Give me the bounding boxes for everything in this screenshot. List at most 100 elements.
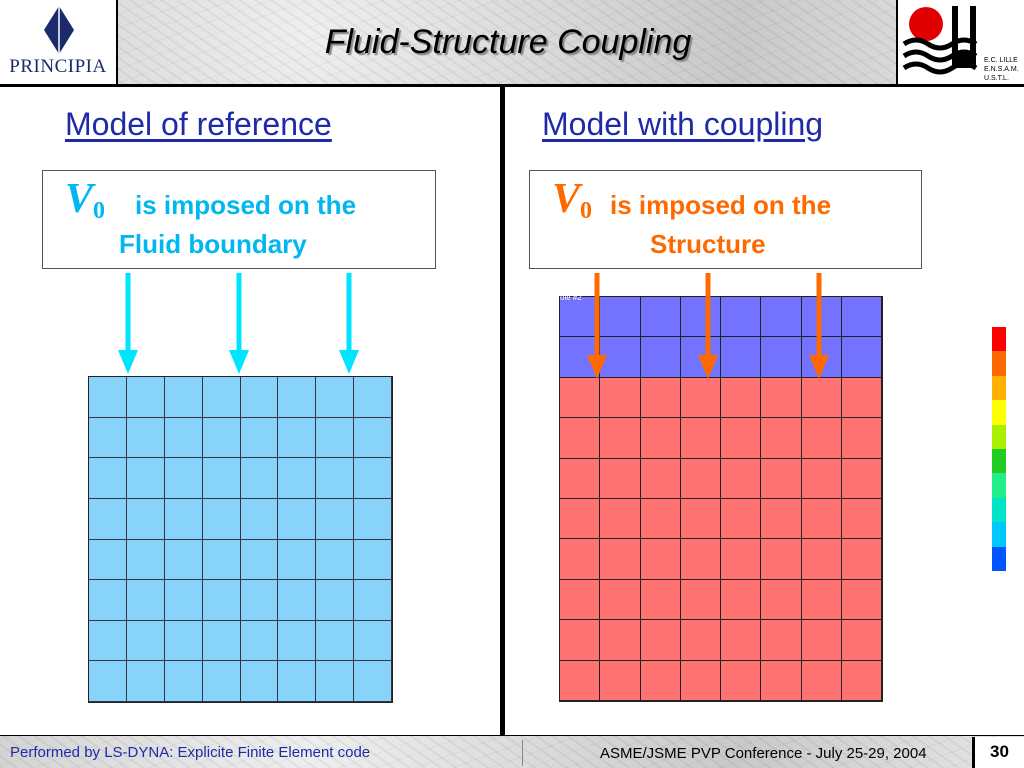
fluid-mesh-cell [89,580,127,621]
fluid-mesh-cell [89,377,127,418]
page-number: 30 [972,737,1024,768]
fluid-mesh-cell [640,499,681,540]
fluid-mesh-cell [164,458,203,499]
left-velocity-symbol: V0 [65,176,106,224]
fluid-mesh-cell [721,418,762,459]
structure-mesh-cell [600,297,641,338]
structure-mesh-cell [680,297,721,338]
left-arrow-group [118,273,359,374]
fluid-mesh-cell [761,620,802,661]
fluid-mesh-cell [202,417,241,459]
structure-mesh-cell [721,297,762,338]
legend-swatch [992,497,1006,523]
university-logo: E.C. LILLE E.N.S.A.M. U.S.T.L. [896,0,1024,86]
fluid-mesh-cell [600,418,641,459]
fluid-mesh-cell [680,579,721,621]
fluid-mesh-cell [354,498,392,540]
fluid-mesh-cell [278,539,317,581]
wave-logo-icon [902,6,978,75]
fluid-mesh-cell [89,620,127,662]
fluid-mesh-cell [240,498,279,540]
fluid-mesh-cell [640,539,681,580]
fluid-mesh-cell [560,418,601,459]
structure-mesh-cell [761,337,802,378]
header-rule [0,84,1024,87]
fluid-mesh-cell [316,580,355,621]
fluid-mesh-cell [761,458,802,499]
fluid-mesh-cell [721,499,762,540]
fluid-mesh-cell [560,579,601,621]
fluid-mesh-cell [680,499,721,540]
fluid-mesh-cell [354,620,392,662]
right-arrow-group [587,273,829,379]
fluid-mesh-cell [841,539,882,580]
structure-mesh-cell [761,297,802,338]
fluid-mesh-cell [761,377,802,419]
right-condition-box: V0 is imposed on the Structure [529,170,922,269]
fluid-mesh-cell [640,377,681,419]
fluid-mesh-cell [278,620,317,662]
fluid-mesh-cell [354,377,392,418]
fluid-mesh-cell [202,498,241,540]
fluid-mesh-cell [841,499,882,540]
structure-mesh-cell [600,337,641,378]
fluid-mesh-cell [560,499,601,540]
fluid-mesh-cell [801,539,842,580]
fluid-mesh-reference [88,376,393,703]
fluid-mesh-cell [801,660,842,701]
color-legend [992,327,1006,571]
fluid-mesh-cell [316,539,355,581]
fluid-mesh-cell [801,620,842,661]
fluid-mesh-cell [89,458,127,499]
fluid-mesh-cell [721,539,762,580]
fluid-mesh-cell [761,660,802,701]
fluid-mesh-cell [126,580,165,621]
fluid-mesh-cell [278,377,317,418]
right-arrow-2-head [698,355,718,379]
structure-mesh-cell [841,297,882,338]
footer-left-text: Performed by LS-DYNA: Explicite Finite E… [10,744,371,761]
left-condition-line1: is imposed on the [135,190,357,220]
fluid-mesh-cell [164,620,203,662]
fluid-mesh-cell [164,661,203,702]
fluid-mesh-cell [600,620,641,661]
fluid-mesh-cell [240,661,279,702]
diamond-logo-icon [44,6,74,54]
fluid-mesh-cell [640,458,681,499]
fluid-mesh-cell [640,579,681,621]
left-condition-box: V0 is imposed on the Fluid boundary [42,170,436,269]
fluid-mesh-cell [316,458,355,499]
fluid-mesh-cell [721,660,762,701]
fluid-mesh-cell [841,620,882,661]
fluid-mesh-cell [278,498,317,540]
fluid-mesh-cell [600,660,641,701]
fluid-mesh-cell [126,377,165,418]
left-panel-title: Model of reference [65,106,332,142]
fluid-mesh-cell [721,620,762,661]
left-condition-line2: Fluid boundary [119,229,307,259]
fluid-mesh-cell [680,377,721,419]
fluid-mesh-cell [600,579,641,621]
legend-swatch [992,546,1006,571]
fluid-mesh-cell [354,580,392,621]
fluid-mesh-cell [354,661,392,702]
fluid-mesh-cell [721,458,762,499]
legend-swatch [992,400,1006,425]
fluid-mesh-cell [240,458,279,499]
right-panel-title: Model with coupling [542,106,824,142]
footer-right-text: ASME/JSME PVP Conference - July 25-29, 2… [600,745,927,762]
fluid-mesh-cell [801,499,842,540]
fluid-mesh-cell [354,539,392,581]
fluid-mesh-cell [721,579,762,621]
fluid-mesh-cell [202,580,241,621]
fluid-mesh-cell [600,499,641,540]
fluid-mesh-cell [761,499,802,540]
fluid-mesh-cell [560,377,601,419]
legend-swatch [992,424,1006,449]
fluid-mesh-cell [841,660,882,701]
legend-swatch [992,448,1006,474]
fluid-mesh-cell [560,539,601,580]
fluid-mesh-cell [680,418,721,459]
right-condition-line1: is imposed on the [610,190,832,220]
